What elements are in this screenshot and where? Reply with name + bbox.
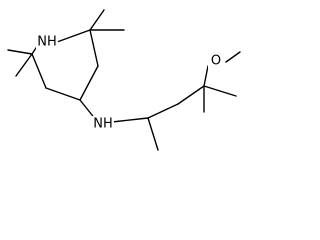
bond-c2-methyl-a xyxy=(89,9,105,31)
bond-c6-methyl-a xyxy=(7,49,33,55)
bond-c6-methyl-b xyxy=(15,53,33,77)
molecule-structure: NH NH O xyxy=(7,9,241,151)
bond-c3-c4 xyxy=(79,65,99,101)
bond-nh-ch xyxy=(111,117,149,123)
bond-c4-c5 xyxy=(45,87,81,101)
ether-oxygen-text: O xyxy=(211,54,221,69)
bond-cq-methyl-a xyxy=(203,85,237,97)
ring-nitrogen-label: NH xyxy=(36,34,58,50)
bond-n1-c2 xyxy=(56,29,91,43)
methyl-groups-c2 xyxy=(89,9,125,31)
bond-cq-o xyxy=(203,65,209,87)
bond-c5-c6 xyxy=(31,53,47,89)
ring-nitrogen-text: NH xyxy=(37,35,57,50)
side-chain xyxy=(79,51,241,151)
bond-ch2-cq xyxy=(177,85,205,105)
ether-oxygen-label: O xyxy=(208,53,224,69)
bond-ch-ch2 xyxy=(147,103,179,119)
bond-o-methyl xyxy=(225,51,241,63)
methyl-groups-c6 xyxy=(7,49,33,77)
amine-nitrogen-text: NH xyxy=(93,117,113,132)
bond-c2-c3 xyxy=(89,29,99,67)
bond-ch-methyl xyxy=(147,117,159,151)
amine-nitrogen-label: NH xyxy=(92,116,114,132)
